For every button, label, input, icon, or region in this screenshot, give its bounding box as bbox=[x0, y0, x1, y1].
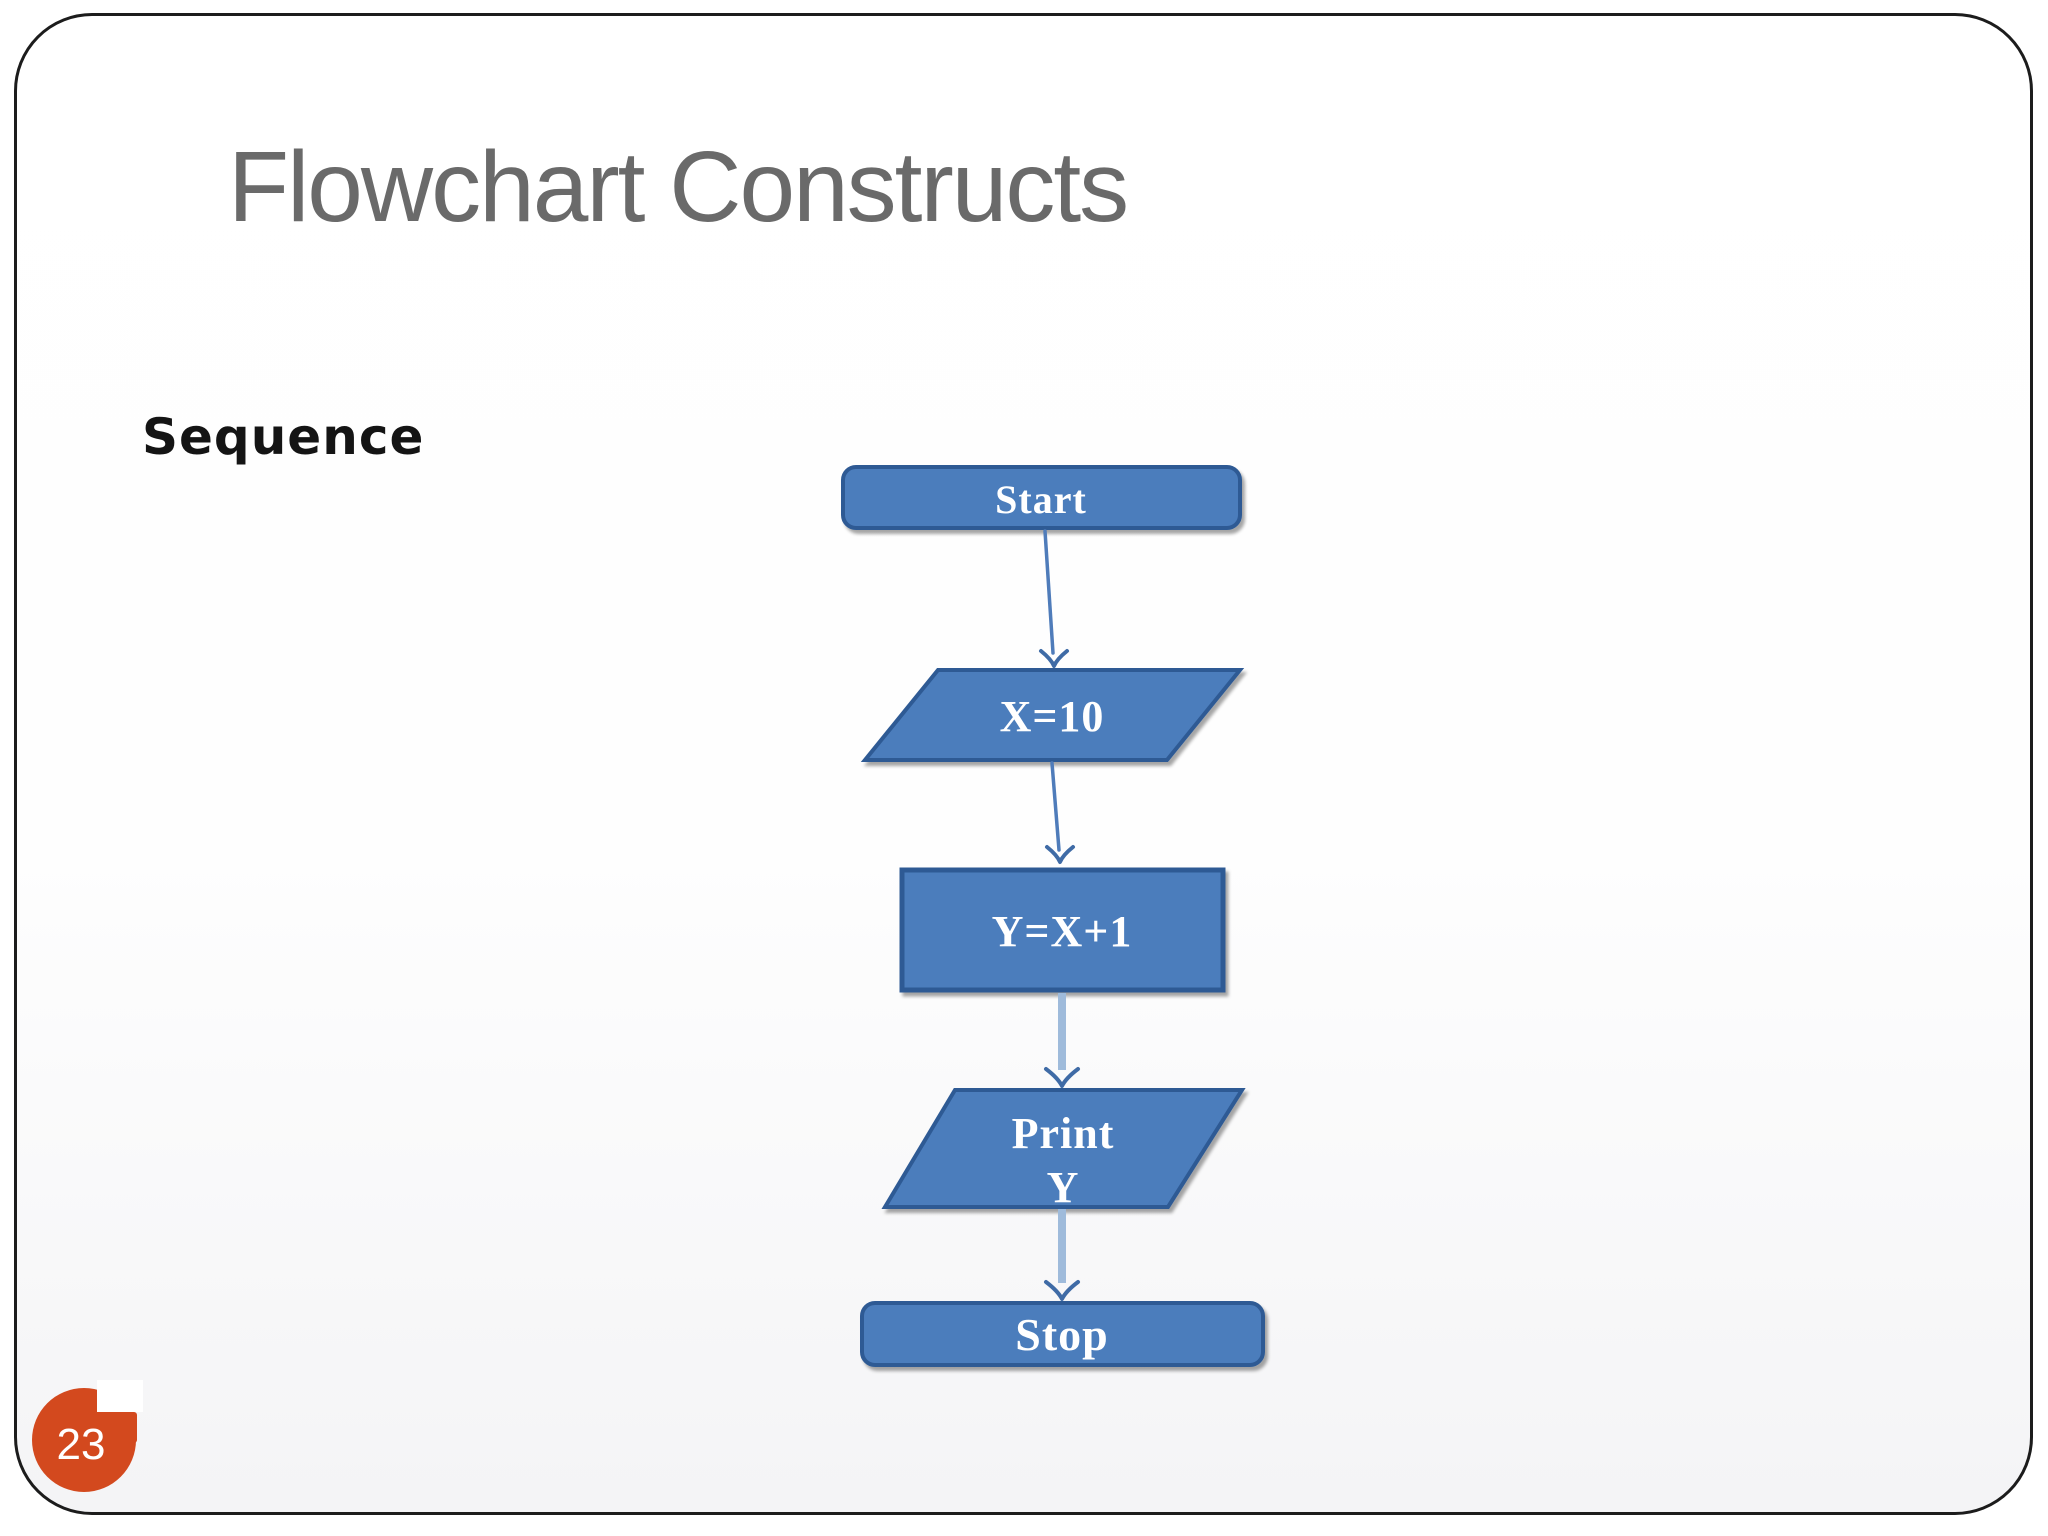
start-node-label: Start bbox=[995, 477, 1087, 522]
process-node-label: Y=X+1 bbox=[992, 907, 1133, 956]
io-node-x10: X=10 bbox=[860, 668, 1245, 762]
arrow-x10-to-process bbox=[1045, 761, 1075, 864]
start-node: Start bbox=[841, 465, 1242, 530]
io-node-x10-label: X=10 bbox=[1000, 692, 1105, 741]
arrow-process-to-print bbox=[1044, 993, 1080, 1088]
badge-tab bbox=[107, 1412, 137, 1443]
page-number: 23 bbox=[57, 1420, 106, 1469]
page-number-badge: 23 bbox=[32, 1380, 143, 1492]
io-node-print: Print Y bbox=[881, 1088, 1246, 1212]
stop-node-label: Stop bbox=[1015, 1309, 1108, 1360]
stop-node: Stop bbox=[860, 1301, 1265, 1367]
io-node-print-label2: Y bbox=[1047, 1163, 1080, 1212]
slide-border bbox=[14, 13, 2033, 1515]
io-node-print-label: Print bbox=[1012, 1109, 1115, 1158]
badge-notch bbox=[97, 1380, 143, 1412]
section-label: Sequence bbox=[142, 408, 425, 466]
process-node-yx1: Y=X+1 bbox=[899, 867, 1226, 993]
arrow-start-to-x10 bbox=[1039, 529, 1069, 668]
page-title: Flowchart Constructs bbox=[228, 131, 1129, 243]
arrow-print-to-stop bbox=[1044, 1209, 1080, 1301]
